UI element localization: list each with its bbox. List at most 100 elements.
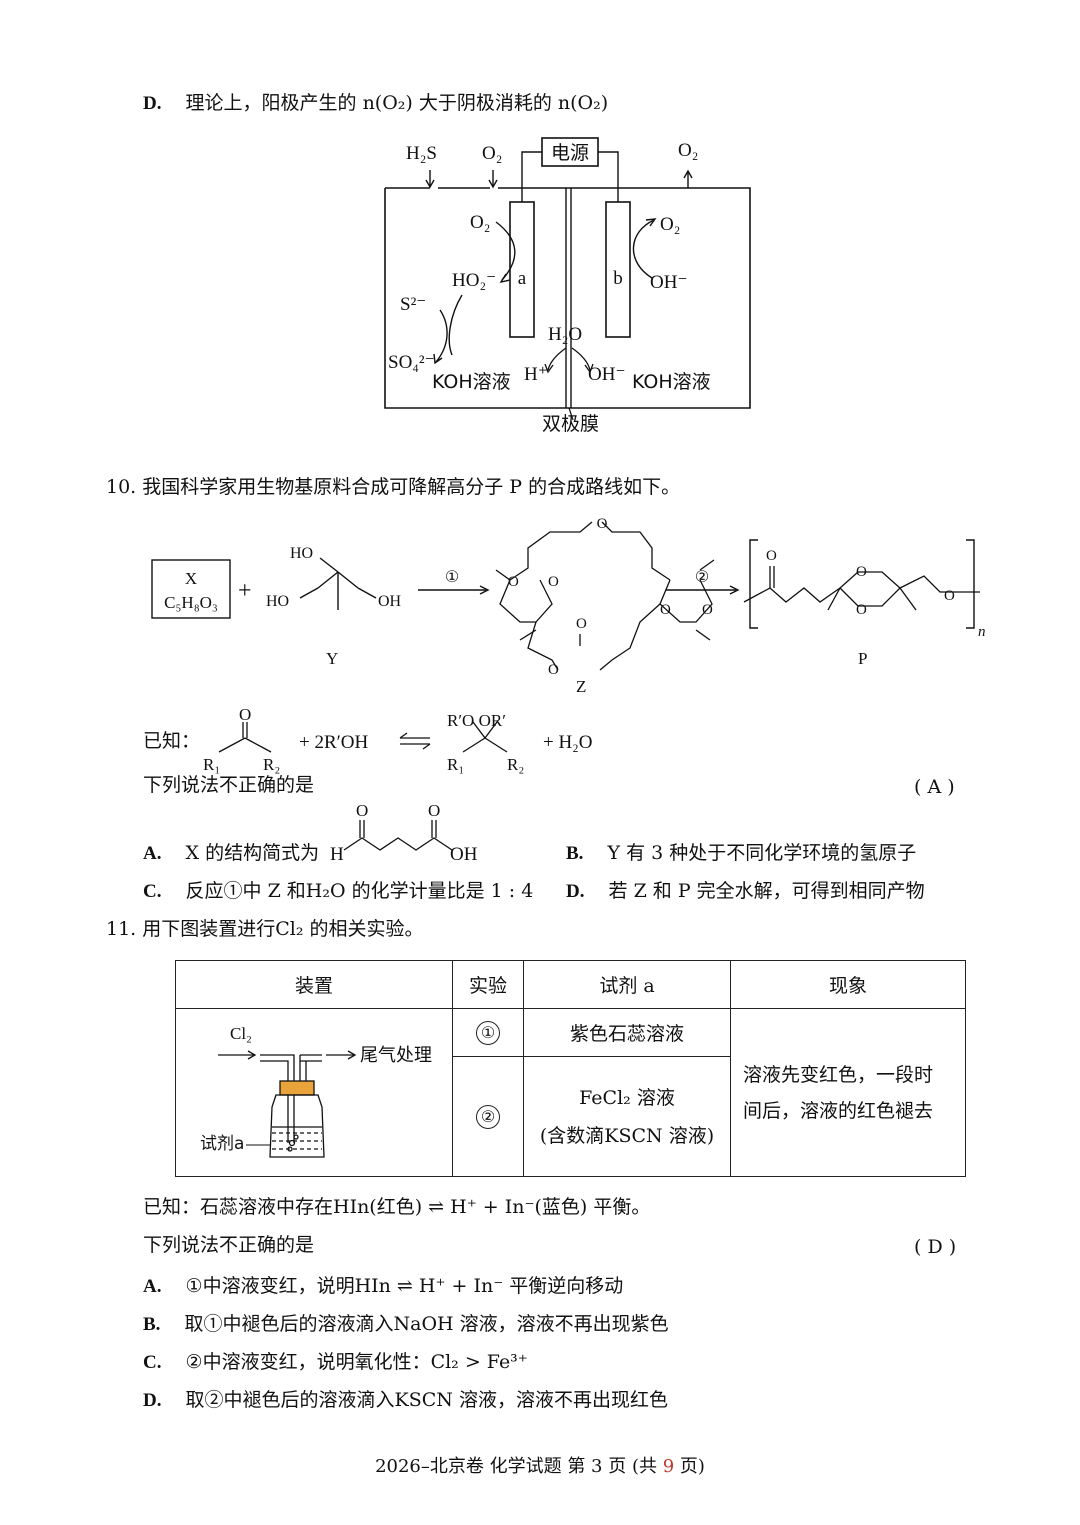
footer-prefix: 2026–北京卷 化学试题 第 3 页 (共: [375, 1456, 663, 1477]
o2-left-label: O₂: [470, 212, 490, 233]
reagent-1-cell: 紫色石蕊溶液: [523, 1008, 731, 1057]
q11-question: 下列说法不正确的是: [143, 1234, 315, 1256]
header-reagent: 试剂 a: [523, 960, 731, 1009]
step2-label: ②: [695, 569, 709, 586]
so4-label: SO₄²⁻: [388, 352, 435, 373]
o2-inlet-label: O₂: [482, 143, 502, 164]
plus-sign: +: [238, 578, 252, 604]
option-text: 取②中褪色后的溶液滴入KSCN 溶液，溶液不再出现红色: [185, 1389, 668, 1411]
carbonyl-o-right: O: [428, 801, 440, 820]
q10-option-d: D. 若 Z 和 P 完全水解，可得到相同产物: [566, 880, 925, 902]
step1-label: ①: [445, 569, 459, 586]
z-label: Z: [576, 677, 586, 696]
p-label: P: [858, 649, 867, 668]
s2-label: S²⁻: [400, 294, 426, 315]
option-text: 反应①中 Z 和H₂O 的化学计量比是 1 : 4: [185, 880, 534, 902]
table-row: Cl₂ 尾气处理: [175, 1008, 966, 1177]
p-carbonyl-o: O: [766, 548, 777, 564]
option-letter: D.: [143, 1390, 162, 1411]
option-text: ②中溶液变红，说明氧化性：Cl₂ > Fe³⁺: [185, 1351, 528, 1373]
z-o1: O: [508, 574, 519, 590]
option-letter: A.: [143, 1276, 162, 1297]
p-ring-o2: O: [856, 602, 867, 618]
y-label: Y: [326, 649, 338, 668]
footer-suffix: 页): [674, 1456, 705, 1477]
z-structure: [495, 521, 715, 671]
experiment-2-cell: ②: [452, 1056, 524, 1177]
known-product-r2: R₂: [507, 755, 524, 774]
option-text: 若 Z 和 P 完全水解，可得到相同产物: [608, 880, 925, 902]
q11-known: 已知：石蕊溶液中存在HIn(红色) ⇌ H⁺ + In⁻(蓝色) 平衡。: [143, 1196, 651, 1218]
koh-right-label: KOH溶液: [632, 371, 711, 393]
known-r2: R₂: [263, 755, 280, 774]
reagent-2-line1: FeCl₂ 溶液: [579, 1086, 675, 1109]
glutaric-semialdehyde-structure: O O H OH: [330, 801, 478, 865]
option-letter: B.: [566, 843, 584, 864]
known-r1: R₁: [203, 755, 220, 774]
power-supply-label: 电源: [551, 142, 589, 164]
electrode-a-label: a: [518, 268, 527, 289]
experiment-1-cell: ①: [452, 1008, 524, 1057]
q10-option-c: C. 反应①中 Z 和H₂O 的化学计量比是 1 : 4: [143, 880, 534, 902]
p-ring-o1: O: [856, 564, 867, 580]
option-text: 取①中褪色后的溶液滴入NaOH 溶液，溶液不再出现紫色: [184, 1313, 669, 1335]
ho2-label: HO₂⁻: [452, 270, 496, 291]
q9-option-d: D. 理论上，阳极产生的 n(O₂) 大于阴极消耗的 n(O₂): [143, 92, 609, 114]
q11-option-c: C. ②中溶液变红，说明氧化性：Cl₂ > Fe³⁺: [143, 1351, 528, 1373]
q11-option-b: B. 取①中褪色后的溶液滴入NaOH 溶液，溶液不再出现紫色: [143, 1313, 669, 1335]
footer-total-pages: 9: [662, 1456, 675, 1477]
phenomenon-line2: 间后，溶液的红色褪去: [743, 1099, 934, 1122]
phenomenon-line1: 溶液先变红色，一段时: [743, 1063, 934, 1086]
bipolar-membrane-label: 双极膜: [542, 413, 599, 435]
o2-outlet-label: O₂: [678, 140, 698, 161]
z-o4: O: [702, 602, 713, 618]
z-o-top: O: [597, 516, 608, 532]
apparatus-cl2-label: Cl₂: [230, 1024, 252, 1043]
reagent-2-line2: (含数滴KSCN 溶液): [539, 1124, 715, 1147]
h2s-label: H₂S: [406, 143, 437, 164]
structure-h: H: [330, 844, 344, 865]
p-structure: [743, 566, 980, 611]
q10-option-a: A. X 的结构简式为: [143, 843, 319, 864]
known-product-top: R′O OR′: [447, 711, 506, 730]
y-oh-right: OH: [378, 593, 402, 610]
known-product-r1: R₁: [447, 755, 464, 774]
p-ether-o: O: [944, 588, 955, 604]
known-o: O: [239, 708, 251, 724]
h2o-label: H₂O: [548, 324, 582, 345]
known-reagent: + 2R′OH: [299, 732, 369, 753]
electrode-b-label: b: [613, 268, 623, 289]
q11-option-d: D. 取②中褪色后的溶液滴入KSCN 溶液，溶液不再出现红色: [143, 1389, 668, 1411]
option-letter: A.: [143, 843, 162, 864]
option-text: ①中溶液变红，说明HIn ⇌ H⁺ + In⁻ 平衡逆向移动: [185, 1275, 624, 1297]
header-apparatus: 装置: [175, 960, 453, 1009]
known-ketal-reaction: O R₁ R₂ + 2R′OH R′O OR′ R₁ R₂ + H₂O: [203, 708, 593, 774]
apparatus-cell: Cl₂ 尾气处理: [175, 1008, 453, 1177]
structure-oh: OH: [450, 844, 478, 865]
option-letter: B.: [143, 1314, 161, 1335]
phenomenon-cell: 溶液先变红色，一段时 间后，溶液的红色褪去: [730, 1008, 966, 1177]
known-water: + H₂O: [543, 732, 593, 753]
tail-gas-label: 尾气处理: [360, 1045, 432, 1066]
koh-left-label: KOH溶液: [432, 371, 511, 393]
z-o3: O: [660, 602, 671, 618]
page-footer: 2026–北京卷 化学试题 第 3 页 (共 9 页): [0, 1452, 1080, 1478]
z-o-bottom: O: [548, 662, 559, 678]
table-row: ② FeCl₂ 溶液 (含数滴KSCN 溶液): [176, 1056, 966, 1177]
option-letter: D.: [143, 93, 162, 114]
header-experiment: 实验: [452, 960, 524, 1009]
q10-question: 下列说法不正确的是: [143, 774, 315, 796]
option-text: 理论上，阳极产生的 n(O₂) 大于阴极消耗的 n(O₂): [185, 92, 609, 114]
q10-known-prefix: 已知：: [143, 730, 201, 752]
z-o2: O: [548, 574, 559, 590]
experiment-1-number: ①: [476, 1020, 500, 1045]
carbonyl-o-left: O: [356, 801, 368, 820]
electrolysis-cell-diagram: H₂S O₂ 电源 O₂ O₂ HO₂⁻ a b O₂ OH⁻ S²⁻ SO₄²…: [384, 137, 751, 435]
experiment-2-number: ②: [476, 1104, 500, 1129]
option-letter: D.: [566, 881, 585, 902]
reagent-2-cell: FeCl₂ 溶液 (含数滴KSCN 溶液): [523, 1056, 731, 1177]
y-ho-top: HO: [290, 545, 313, 562]
y-structure: [299, 557, 377, 610]
oh-minus-label: OH⁻: [588, 364, 625, 385]
p-repeat-n: n: [978, 624, 986, 640]
